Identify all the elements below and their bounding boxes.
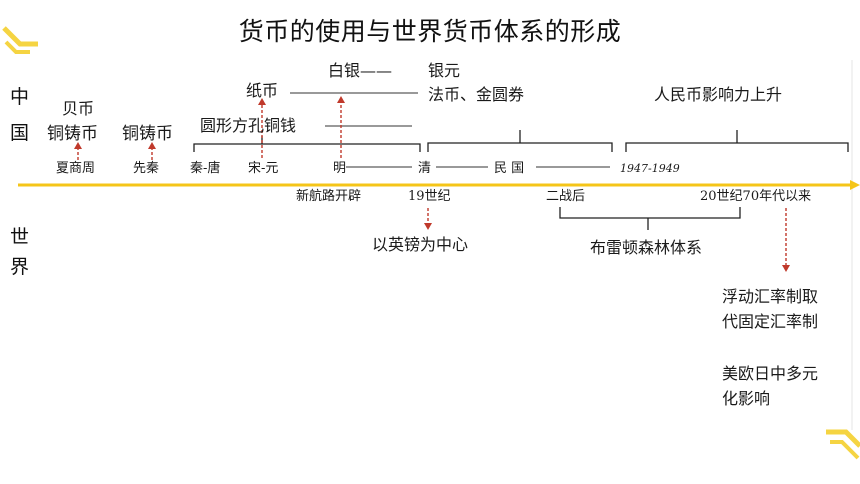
period-qing: 清 bbox=[418, 161, 432, 176]
label-paper-money: 纸币 bbox=[246, 81, 279, 100]
label-bretton-woods: 布雷顿森林体系 bbox=[590, 238, 703, 257]
arrow-preqin-to-bronze bbox=[148, 142, 156, 160]
label-floating-rate-2: 代固定汇率制 bbox=[722, 312, 819, 331]
mark-new-route: 新航路开辟 bbox=[296, 189, 362, 204]
page-title: 货币的使用与世界货币体系的形成 bbox=[238, 17, 622, 46]
label-silver: 白银—— bbox=[328, 61, 393, 80]
period-song-yuan: 宋-元 bbox=[248, 161, 279, 176]
row-label-world-2: 界 bbox=[10, 256, 30, 278]
corner-decoration-top-left bbox=[2, 26, 38, 54]
corner-decoration-bottom-right bbox=[826, 429, 860, 460]
arrows bbox=[74, 96, 790, 272]
period-xia-shang-zhou: 夏商周 bbox=[56, 161, 96, 176]
label-round-coin: 圆形方孔铜钱 bbox=[200, 116, 297, 135]
arrow-70s-to-floating bbox=[782, 208, 790, 272]
mark-20c-70s: 20世纪70年代以来 bbox=[700, 189, 812, 204]
arrow-19c-to-gbp bbox=[424, 208, 432, 230]
arrow-ming-to-silver bbox=[337, 96, 345, 158]
label-silver-yuan: 银元 bbox=[428, 61, 461, 80]
period-minguo: 民 国 bbox=[494, 161, 525, 176]
period-pre-qin: 先秦 bbox=[133, 161, 160, 176]
mark-19th-century: 19世纪 bbox=[408, 189, 451, 204]
bracket-qing-minguo bbox=[427, 130, 613, 152]
timeline-axis bbox=[18, 180, 860, 190]
label-fabi-gold: 法币、金圆券 bbox=[428, 85, 525, 104]
label-gbp-center: 以英镑为中心 bbox=[372, 235, 469, 254]
label-floating-rate-1: 浮动汇率制取 bbox=[722, 287, 819, 306]
row-label-china-1: 中 bbox=[10, 86, 30, 108]
arrow-song-to-paper bbox=[258, 98, 266, 158]
period-1947-1949: 1947-1949 bbox=[620, 162, 680, 175]
row-label-world-1: 世 bbox=[10, 226, 30, 248]
bracket-1947-onward bbox=[625, 130, 849, 152]
label-shell-money: 贝币 bbox=[62, 99, 95, 118]
bracket-qin-to-qing bbox=[193, 136, 421, 152]
bracket-bretton-woods bbox=[559, 207, 741, 230]
row-label-china-2: 国 bbox=[10, 122, 30, 144]
arrow-xia-to-shell bbox=[74, 142, 82, 160]
label-bronze-coin-2: 铜铸币 bbox=[122, 124, 173, 144]
period-ming: 明 bbox=[333, 161, 347, 176]
label-rmb-influence: 人民币影响力上升 bbox=[654, 85, 783, 104]
label-multi-polar-1: 美欧日中多元 bbox=[722, 364, 819, 383]
label-bronze-coin-1: 铜铸币 bbox=[47, 124, 98, 144]
mark-postwar: 二战后 bbox=[546, 189, 586, 204]
label-multi-polar-2: 化影响 bbox=[722, 389, 771, 408]
period-qin-tang: 秦-唐 bbox=[190, 161, 221, 176]
